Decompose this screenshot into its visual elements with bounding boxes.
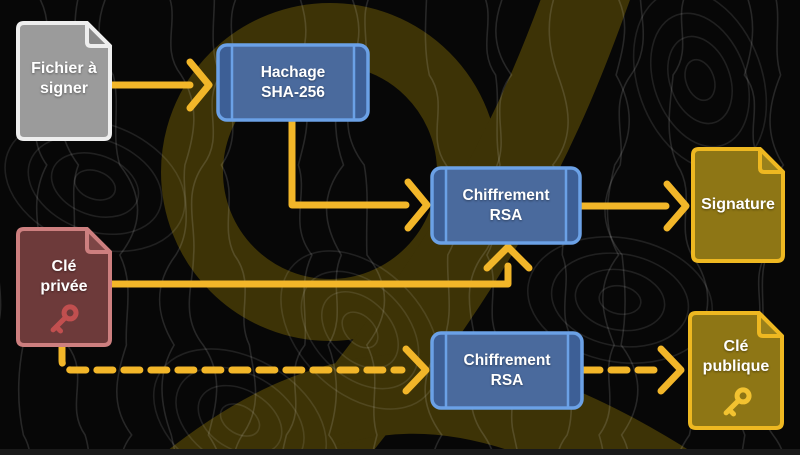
arrows (58, 58, 690, 395)
hash-process-box (216, 43, 370, 122)
public-key-document (688, 311, 784, 430)
rsa-encrypt-top-box (430, 166, 582, 245)
bottom-edge-strip (0, 449, 800, 455)
folded-corner (757, 311, 784, 338)
key-icon (50, 304, 79, 334)
arrow-private-key-to-rsa (106, 243, 533, 288)
arrow-rsa-to-signature (576, 180, 690, 232)
private-key-document (16, 227, 112, 347)
file-to-sign-document (16, 21, 112, 141)
arrow-file-to-hash (108, 58, 213, 112)
signature-document (691, 147, 785, 263)
folded-corner (85, 227, 112, 254)
arrow-rsa-to-public-key-dashed (580, 345, 685, 395)
arrow-hash-to-rsa (288, 117, 431, 232)
folded-corner (85, 21, 112, 48)
arrow-private-key-to-rsa-dashed (58, 343, 430, 395)
rsa-encrypt-bottom-box (430, 331, 584, 410)
folded-corner (758, 147, 785, 174)
key-icon (723, 387, 752, 417)
